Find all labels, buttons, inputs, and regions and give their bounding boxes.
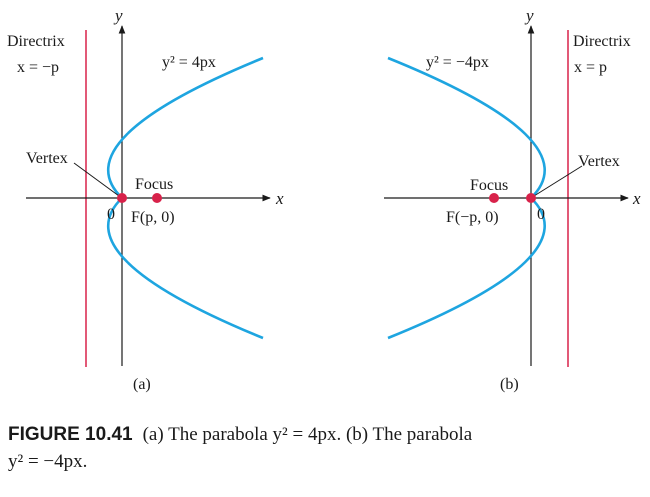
caption-line-2: y² = −4px. — [8, 451, 88, 472]
caption-line-1: (a) The parabola y² = 4px. (b) The parab… — [142, 424, 473, 445]
x-axis-label-a: x — [275, 189, 284, 208]
directrix-equation-b: x = p — [574, 59, 607, 76]
x-axis-label-b: x — [632, 189, 641, 208]
y-axis-label-a: y — [113, 6, 123, 25]
focus-label-a: Focus — [135, 176, 173, 193]
y-axis-label-b: y — [524, 6, 534, 25]
directrix-title-a: Directrix — [7, 33, 65, 50]
vertex-leader-a — [73, 162, 120, 197]
focus-point-a — [152, 193, 162, 203]
vertex-point-b — [526, 193, 536, 203]
curve-equation-a: y² = 4px — [162, 54, 216, 71]
vertex-point-a — [117, 193, 127, 203]
focus-point-b — [489, 193, 499, 203]
origin-label-a: 0 — [107, 206, 115, 223]
directrix-equation-a: x = −p — [17, 59, 59, 76]
origin-label-b: 0 — [537, 206, 545, 223]
figure-number: FIGURE 10.41 — [8, 424, 133, 445]
panel-a: y x Directrix x = −p y² = 4px Vertex Foc… — [7, 6, 284, 393]
directrix-title-b: Directrix — [573, 33, 631, 50]
focus-label-b: Focus — [470, 177, 508, 194]
focus-coordinate-b: F(−p, 0) — [446, 209, 499, 226]
vertex-label-b: Vertex — [578, 153, 620, 170]
panel-label-a: (a) — [133, 376, 151, 393]
vertex-label-a: Vertex — [26, 150, 68, 167]
vertex-leader-b — [533, 165, 583, 197]
figure-caption: FIGURE 10.41 (a) The parabola y² = 4px. (… — [8, 421, 628, 475]
panel-label-b: (b) — [500, 376, 519, 393]
focus-coordinate-a: F(p, 0) — [131, 209, 175, 226]
panel-b: y x Directrix x = p y² = −4px Vertex Foc… — [384, 6, 641, 393]
curve-equation-b: y² = −4px — [426, 54, 489, 71]
